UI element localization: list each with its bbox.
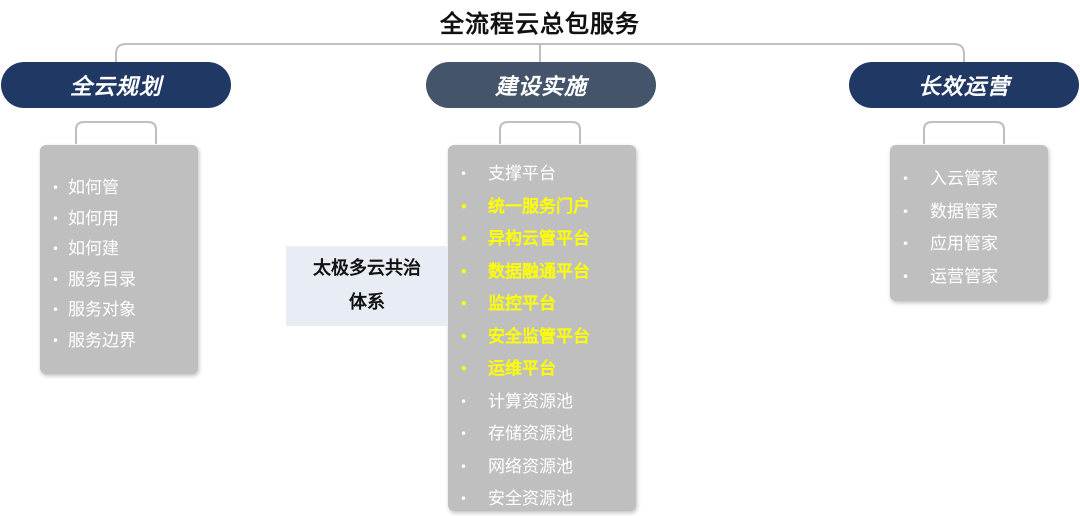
list-item: 如何管 — [40, 173, 198, 204]
list-item: 支撑平台 — [448, 158, 636, 191]
list-item: 网络资源池 — [448, 451, 636, 484]
implementation-list-box: 支撑平台统一服务门户异构云管平台数据融通平台监控平台安全监管平台运维平台计算资源… — [448, 145, 636, 515]
list-item: 数据融通平台 — [448, 256, 636, 289]
list-item: 入云管家 — [890, 163, 1048, 196]
list-item: 如何用 — [40, 204, 198, 235]
list-item: 服务目录 — [40, 265, 198, 296]
list-item: 存储资源池 — [448, 418, 636, 451]
list-item: 服务边界 — [40, 326, 198, 357]
list-item: 监控平台 — [448, 288, 636, 321]
implementation-list: 支撑平台统一服务门户异构云管平台数据融通平台监控平台安全监管平台运维平台计算资源… — [448, 145, 636, 516]
heading-operations: 长效运营 — [849, 62, 1079, 108]
side-note-line2: 体系 — [349, 292, 385, 313]
side-note: 太极多云共治 体系 — [286, 246, 448, 326]
list-item: 计算资源池 — [448, 386, 636, 419]
left-bracket — [75, 121, 157, 144]
list-item: 应用管家 — [890, 228, 1048, 261]
right-bracket — [923, 121, 1005, 144]
planning-list: 如何管如何用如何建服务目录服务对象服务边界 — [40, 145, 198, 356]
heading-planning: 全云规划 — [1, 62, 231, 108]
list-item: 如何建 — [40, 234, 198, 265]
heading-implementation: 建设实施 — [426, 62, 656, 108]
list-item: 安全资源池 — [448, 483, 636, 516]
list-item: 运维平台 — [448, 353, 636, 386]
planning-list-box: 如何管如何用如何建服务目录服务对象服务边界 — [40, 145, 198, 374]
list-item: 异构云管平台 — [448, 223, 636, 256]
operations-list: 入云管家数据管家应用管家运营管家 — [890, 145, 1048, 293]
list-item: 数据管家 — [890, 196, 1048, 229]
list-item: 服务对象 — [40, 295, 198, 326]
diagram-title: 全流程云总包服务 — [440, 10, 640, 38]
side-note-line1: 太极多云共治 — [313, 258, 421, 279]
list-item: 安全监管平台 — [448, 321, 636, 354]
list-item: 统一服务门户 — [448, 191, 636, 224]
list-item: 运营管家 — [890, 261, 1048, 294]
operations-list-box: 入云管家数据管家应用管家运营管家 — [890, 145, 1048, 301]
center-bracket — [499, 121, 581, 144]
